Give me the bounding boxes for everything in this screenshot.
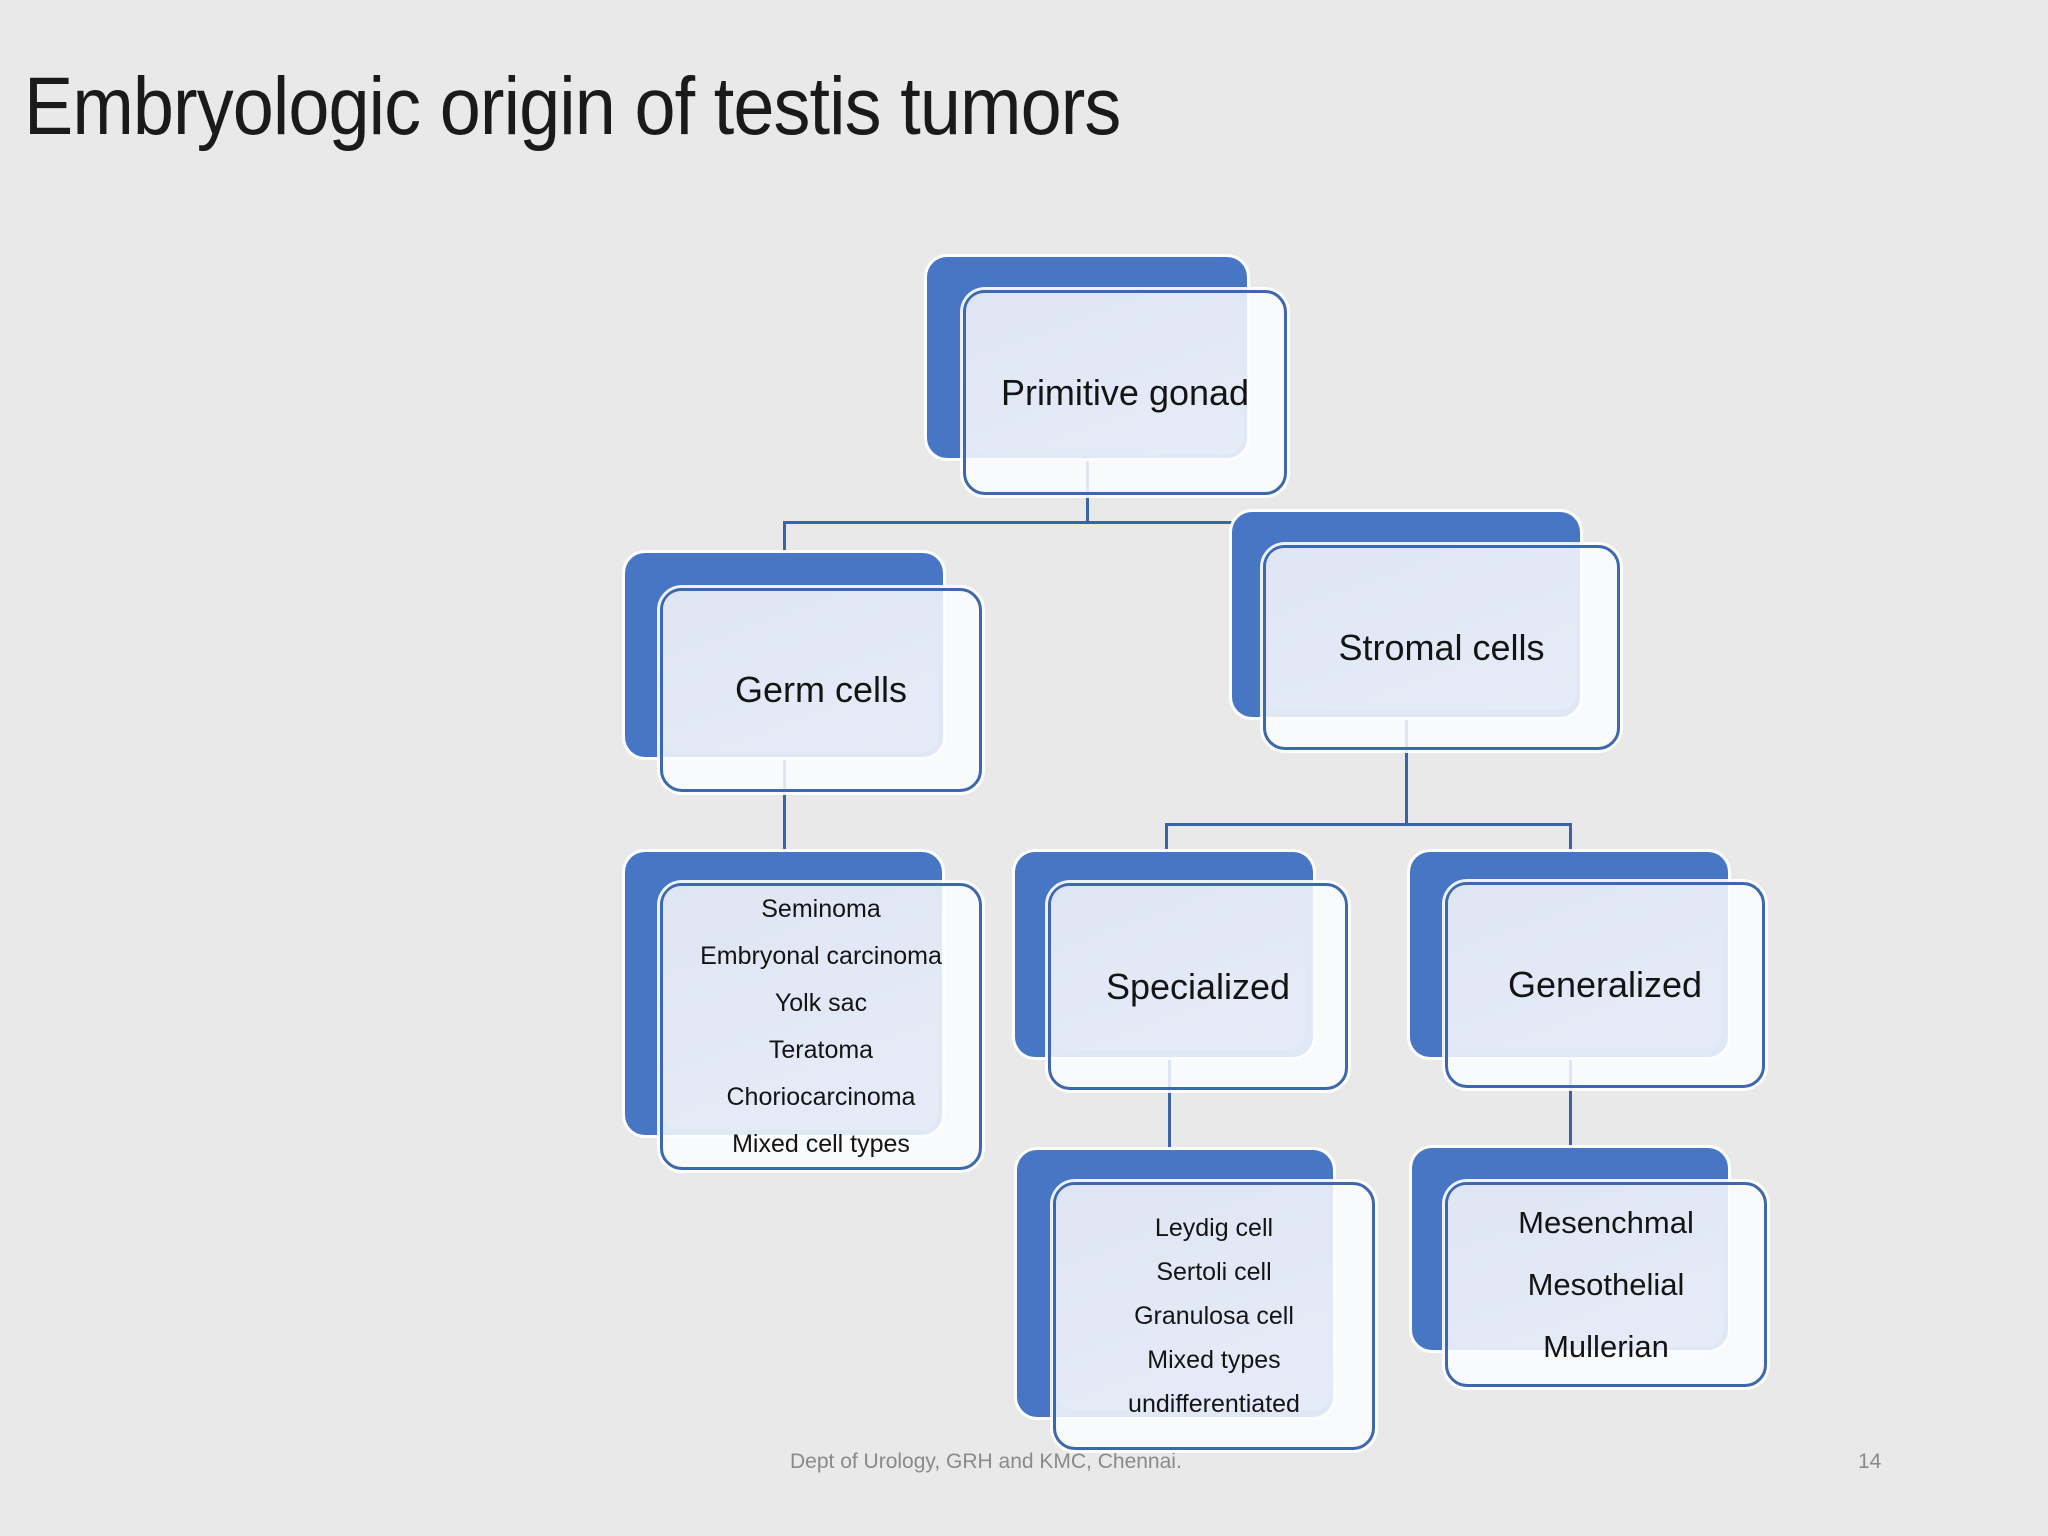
node-fill-panel (1448, 885, 1722, 1048)
node-fill-panel (1266, 548, 1577, 710)
node-fill-panel (1051, 886, 1305, 1050)
list-item: Sertoli cell (1156, 1258, 1272, 1286)
list-item: Mixed cell types (732, 1129, 910, 1158)
node-primitive-gonad-box: Primitive gonad (963, 290, 1287, 495)
list-item: Leydig cell (1154, 1214, 1274, 1242)
list-item: Teratoma (768, 1035, 874, 1064)
node-germ-tumor-list-lines: Seminoma Embryonal carcinoma Yolk sac Te… (700, 886, 942, 1168)
list-item: Mullerian (1543, 1328, 1669, 1364)
node-fill-panel (1056, 1185, 1332, 1410)
list-item: Mesothelial (1527, 1266, 1685, 1302)
node-fill-panel (1448, 1185, 1724, 1347)
node-fill-panel (663, 591, 939, 752)
slide-title: Embryologic origin of testis tumors (24, 61, 1121, 152)
connector-generalized-to-list (1569, 1055, 1572, 1184)
node-specialized-list-box: Leydig cell Sertoli cell Granulosa cell … (1053, 1182, 1375, 1450)
page-number: 14 (1858, 1450, 1882, 1473)
node-stromal-cells-label: Stromal cells (1338, 626, 1545, 668)
node-germ-cells-label: Germ cells (734, 669, 908, 711)
node-generalized-box: Generalized (1445, 882, 1765, 1088)
node-fill-panel (966, 293, 1244, 455)
node-generalized-list-box: Mesenchmal Mesothelial Mullerian (1445, 1182, 1767, 1387)
connector-specialized-to-list (1168, 1055, 1171, 1184)
list-item: undifferentiated (1128, 1390, 1300, 1418)
node-fill-panel (663, 886, 939, 1130)
list-item: Granulosa cell (1134, 1302, 1294, 1330)
list-item: Yolk sac (774, 988, 868, 1017)
node-generalized-list-lines: Mesenchmal Mesothelial Mullerian (1518, 1192, 1694, 1378)
connector-stromal-down (1405, 715, 1408, 826)
node-germ-tumor-list-box: Seminoma Embryonal carcinoma Yolk sac Te… (660, 883, 982, 1170)
node-primitive-gonad-label: Primitive gonad (1000, 371, 1250, 413)
connector-row1-horizontal (783, 521, 1408, 524)
list-item: Embryonal carcinoma (700, 941, 942, 970)
list-item: Choriocarcinoma (726, 1082, 916, 1111)
node-germ-cells-box: Germ cells (660, 588, 982, 792)
node-specialized-label: Specialized (1105, 965, 1291, 1007)
footer-credit: Dept of Urology, GRH and KMC, Chennai. (790, 1450, 1182, 1473)
connector-germ-to-list (783, 755, 786, 885)
node-stromal-cells-box: Stromal cells (1263, 545, 1620, 750)
node-specialized-list-lines: Leydig cell Sertoli cell Granulosa cell … (1128, 1206, 1300, 1426)
list-item: Mixed types (1147, 1346, 1281, 1374)
node-generalized-label: Generalized (1507, 964, 1703, 1006)
list-item: Seminoma (761, 894, 881, 923)
list-item: Mesenchmal (1518, 1204, 1694, 1240)
node-specialized-box: Specialized (1048, 883, 1348, 1090)
connector-row2-horizontal (1165, 823, 1572, 826)
